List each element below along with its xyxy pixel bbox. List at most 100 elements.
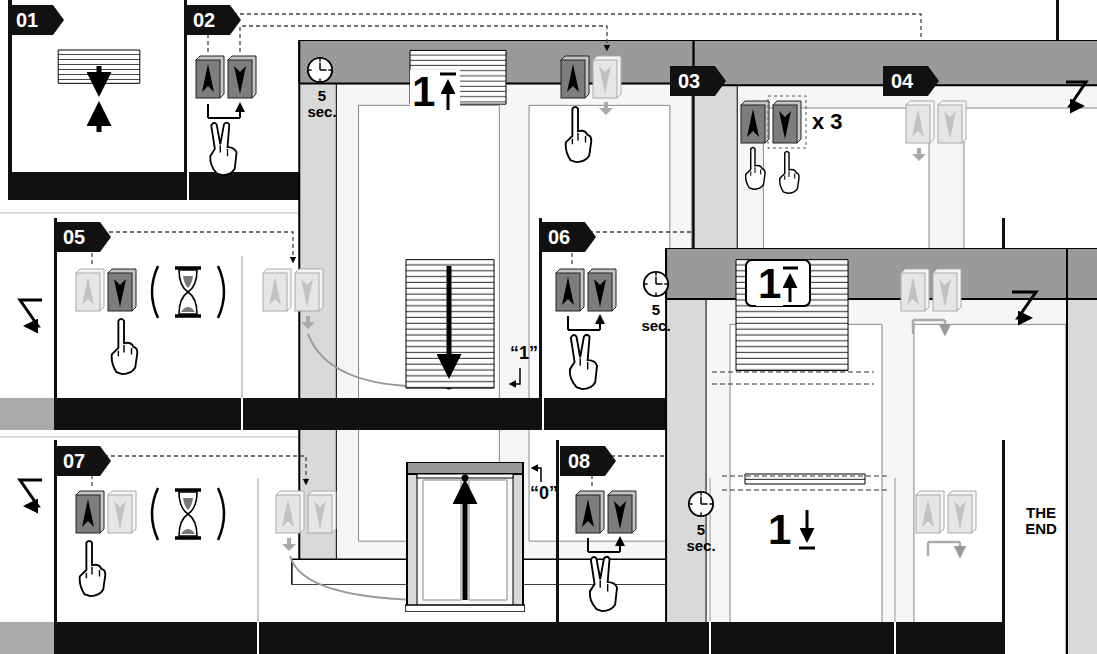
step-05-buttons [112, 319, 138, 374]
step-04-buttons [912, 148, 926, 161]
step-06-release [913, 320, 945, 334]
step-05-buttons [76, 269, 104, 311]
step-07-buttons [276, 491, 304, 533]
step-08-buttons [588, 538, 620, 552]
row-3-frame [0, 622, 55, 654]
step-badge: 03 [670, 66, 726, 96]
step-06-window [1057, 248, 1097, 654]
row-3-frame [895, 478, 896, 622]
row-3-frame [55, 622, 1003, 654]
row-2-frame [242, 256, 243, 398]
step-08-buttons [576, 491, 604, 533]
row-3-frame [257, 622, 896, 654]
step-08-release [928, 541, 960, 544]
step-05-buttons [76, 266, 453, 390]
step-04-buttons [906, 101, 934, 143]
step-07-buttons [152, 488, 224, 540]
step-02-buttons [196, 56, 224, 98]
step-number: 03 [670, 66, 726, 96]
step-badge: 07 [55, 446, 111, 476]
row-3-frame [556, 440, 559, 654]
step-08-window [806, 510, 809, 540]
step-06-buttons [644, 272, 668, 296]
step-07-buttons [80, 541, 106, 596]
step-07-window [405, 462, 525, 612]
step-01-window [97, 66, 102, 92]
step-badge: 08 [560, 446, 616, 476]
step-05-buttons [108, 269, 136, 311]
step-badge: 02 [185, 5, 241, 35]
step-number: 02 [185, 5, 241, 35]
step-05-buttons [152, 266, 224, 318]
position-number: 1 [766, 508, 793, 552]
step-06-release [901, 269, 929, 311]
step-05-buttons [263, 269, 291, 311]
step-06-buttons [568, 329, 600, 331]
step-06-window [712, 372, 874, 384]
step-02-release [599, 102, 613, 115]
row-2-frame [0, 398, 55, 430]
step-01-window [58, 40, 736, 585]
row-3-frame [257, 622, 259, 654]
step-08-window [799, 547, 815, 550]
step-07-buttons [76, 491, 104, 533]
step-07-window [405, 462, 541, 612]
step-06-release [901, 269, 961, 334]
step-02-buttons [308, 58, 332, 82]
continue-arrow [20, 480, 42, 506]
row-3-frame [0, 440, 1005, 654]
step-06-window [782, 267, 798, 270]
badge-shape [185, 5, 241, 35]
step-badge: 06 [540, 222, 596, 252]
step-06-window [712, 248, 1097, 654]
step-07-window [462, 475, 469, 482]
duration-label: 5 sec. [681, 522, 721, 554]
end-label: THE END [1010, 505, 1072, 537]
step-06-buttons [556, 269, 584, 311]
step-03-buttons [780, 151, 799, 193]
step-05-buttons [301, 316, 315, 329]
step-06-window [736, 260, 848, 371]
step-02-release [561, 56, 621, 162]
step-number: 08 [560, 446, 616, 476]
step-01-window [97, 106, 102, 132]
step-08-window [745, 462, 1097, 654]
step-03-buttons [768, 96, 806, 148]
step-02-release [561, 56, 589, 98]
row-3-frame [1002, 440, 1005, 654]
continue-arrow [1012, 292, 1036, 318]
badge-shape [55, 222, 111, 252]
badge-shape [55, 446, 111, 476]
step-08-window [795, 506, 819, 552]
step-badge: 05 [55, 222, 111, 252]
limit-callout: “0” [530, 484, 558, 503]
step-06-release [933, 269, 961, 311]
step-05-window [447, 266, 452, 374]
step-08-buttons [608, 491, 636, 533]
step-02-window [447, 82, 450, 110]
position-number: 1 [410, 70, 437, 114]
dashed-flow-arrows [92, 456, 306, 486]
step-badge: 04 [883, 66, 939, 96]
step-01-window [58, 40, 736, 585]
row-1-frame [187, 172, 189, 200]
step-02-release [566, 107, 592, 162]
step-07-buttons [76, 488, 463, 600]
badge-shape [670, 66, 726, 96]
continue-arrow [1066, 82, 1086, 106]
step-05-window [406, 260, 494, 388]
step-02-window [436, 70, 460, 112]
step-07-buttons [282, 538, 296, 551]
step-06-window [789, 276, 792, 302]
step-06-window [746, 260, 810, 306]
step-05-window [658, 248, 1097, 654]
step-06-buttons [568, 316, 600, 330]
step-03-buttons [773, 101, 801, 143]
step-number: 04 [883, 66, 939, 96]
step-08-buttons [588, 551, 620, 553]
step-02-release [593, 56, 621, 98]
step-number: 01 [8, 5, 64, 35]
duration-label: 5 sec. [302, 88, 342, 120]
